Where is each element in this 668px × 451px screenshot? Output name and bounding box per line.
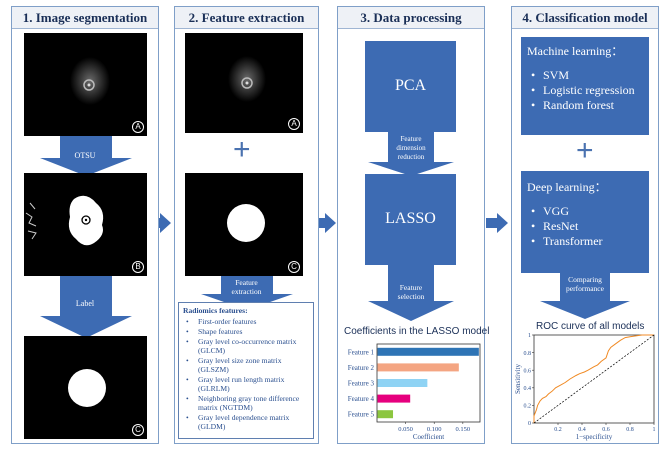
panel-data-processing: 3. Data processing PCA Feature dimension…: [337, 6, 489, 444]
y-tick-label: 0.8: [524, 351, 532, 357]
plus-icon: +: [233, 133, 251, 166]
panel-title: 4. Classification model: [512, 7, 658, 29]
badge-b: B: [132, 261, 144, 273]
x-axis-label: Coefficient: [413, 433, 444, 441]
ml-list: SVM Logistic regression Random forest: [527, 68, 643, 113]
lasso-coefficient-chart: Feature 1 Feature 2 Feature 3 Feature 4 Feat…: [348, 343, 481, 441]
reference-diagonal-line: [533, 334, 655, 424]
original-image: A: [24, 33, 147, 136]
list-item: ResNet: [527, 219, 643, 234]
list-item: Gray level co-occurrence matrix (GLCM): [183, 337, 309, 355]
pca-box: PCA: [365, 41, 456, 132]
radiomics-list: First-order features Shape features Gray…: [183, 317, 309, 431]
x-tick-label: 1: [653, 427, 656, 433]
y-tick-label: Feature 1: [348, 348, 375, 356]
x-tick-label: 0.100: [427, 426, 442, 433]
list-item: First-order features: [183, 317, 309, 326]
roc-curve-line: [533, 334, 654, 423]
arrow-text-1: Feature: [400, 135, 422, 143]
arrow-panel2-to-3: [314, 213, 336, 233]
arrow-feature-extraction: [201, 276, 293, 310]
panel-title: 3. Data processing: [338, 7, 484, 29]
badge-a: A: [288, 118, 300, 130]
lasso-chart-title: Coefficients in the LASSO model: [344, 326, 490, 337]
pca-label: PCA: [394, 77, 427, 94]
otsu-image: B: [24, 173, 147, 276]
list-item: Transformer: [527, 234, 643, 249]
y-axis-label: Sensitivity: [514, 364, 522, 394]
list-item: VGG: [527, 204, 643, 219]
lasso-box: LASSO: [365, 174, 456, 265]
arrow-feature-selection: [368, 265, 454, 321]
lasso-label: LASSO: [385, 210, 436, 227]
tumor-mask-disk: [68, 369, 106, 407]
arrow-text-selection: selection: [397, 292, 425, 301]
list-item: Gray level dependence matrix (GLDM): [183, 413, 309, 431]
roc-curve-chart: 0 0.2 0.4 0.6 0.8 1 0.2 0.4 0.6 0.8 1 1−specificity…: [514, 333, 656, 441]
y-tick-label: 0.2: [524, 404, 532, 410]
arrow-text-performance: performance: [566, 284, 604, 293]
y-tick-label: 1: [528, 333, 531, 339]
machine-learning-box: Machine learning： SVM Logistic regressio…: [521, 37, 649, 135]
arrow-label-feature: Feature: [235, 278, 258, 287]
arrow-label-label: Label: [75, 299, 95, 308]
arrow-text-feature: Feature: [399, 283, 423, 292]
arrow-dimension-reduction: [368, 132, 454, 176]
arrow-label-otsu: OTSU: [74, 151, 96, 160]
arrow-label-extraction: extraction: [231, 287, 262, 296]
bar: [377, 410, 394, 419]
list-item: SVM: [527, 68, 643, 83]
list-item: Gray level size zone matrix (GLSZM): [183, 356, 309, 374]
tumor-mask-disk: [227, 204, 265, 242]
badge-c: C: [288, 261, 300, 273]
bar: [377, 379, 428, 387]
panel-title: 1. Image segmentation: [12, 7, 158, 29]
label-mask-image-p1: C: [24, 336, 147, 439]
y-tick-label: 0: [528, 421, 531, 427]
x-tick-label: 0.6: [602, 427, 610, 433]
plus-icon: +: [576, 134, 594, 167]
dl-list: VGG ResNet Transformer: [527, 204, 643, 249]
arrow-comparing-performance: [540, 273, 630, 319]
label-mask-image-p2: C: [185, 173, 303, 276]
badge-a: A: [132, 121, 144, 133]
x-tick-label: 0.4: [578, 427, 586, 433]
original-image-p2: A: [185, 33, 303, 133]
panel-title: 2. Feature extraction: [175, 7, 318, 29]
y-tick-label: Feature 2: [348, 364, 375, 372]
bar: [377, 394, 411, 403]
x-tick-label: 0.2: [554, 427, 562, 433]
list-item: Neighboring gray tone difference matrix …: [183, 394, 309, 412]
arrow-panel3-to-4: [486, 213, 508, 233]
dl-title: Deep learning：: [527, 180, 607, 194]
y-tick-label: Feature 4: [348, 395, 375, 403]
bar: [377, 347, 479, 356]
arrow-otsu: [40, 136, 132, 176]
radiomics-features-box: Radiomics features: First-order features…: [178, 302, 314, 439]
roc-chart-title: ROC curve of all models: [536, 321, 645, 332]
list-item: Shape features: [183, 327, 309, 336]
badge-c: C: [132, 424, 144, 436]
arrow-label: [40, 276, 132, 338]
arrow-text-3: reduction: [397, 153, 425, 161]
list-item: Gray level run length matrix (GLRLM): [183, 375, 309, 393]
panel-image-segmentation: 1. Image segmentation A OTSU B Label C: [11, 6, 159, 444]
bar: [377, 363, 459, 372]
y-tick-label: Feature 5: [348, 411, 375, 419]
deep-learning-box: Deep learning： VGG ResNet Transformer: [521, 171, 649, 273]
arrow-text-comparing: Comparing: [568, 275, 602, 284]
ml-title: Machine learning：: [527, 44, 624, 58]
panel-classification-model: 4. Classification model Machine learning…: [511, 6, 659, 444]
arrow-text-2: dimension: [396, 144, 426, 152]
x-axis-label: 1−specificity: [576, 433, 613, 441]
list-item: Logistic regression: [527, 83, 643, 98]
x-tick-label: 0.050: [398, 426, 413, 433]
x-tick-label: 0.150: [456, 426, 471, 433]
x-tick-label: 0.8: [626, 427, 634, 433]
y-tick-label: 0.6: [524, 368, 532, 374]
y-tick-label: 0.4: [524, 386, 532, 392]
list-item: Random forest: [527, 98, 643, 113]
y-tick-label: Feature 3: [348, 380, 375, 388]
radiomics-title: Radiomics features:: [183, 306, 248, 315]
